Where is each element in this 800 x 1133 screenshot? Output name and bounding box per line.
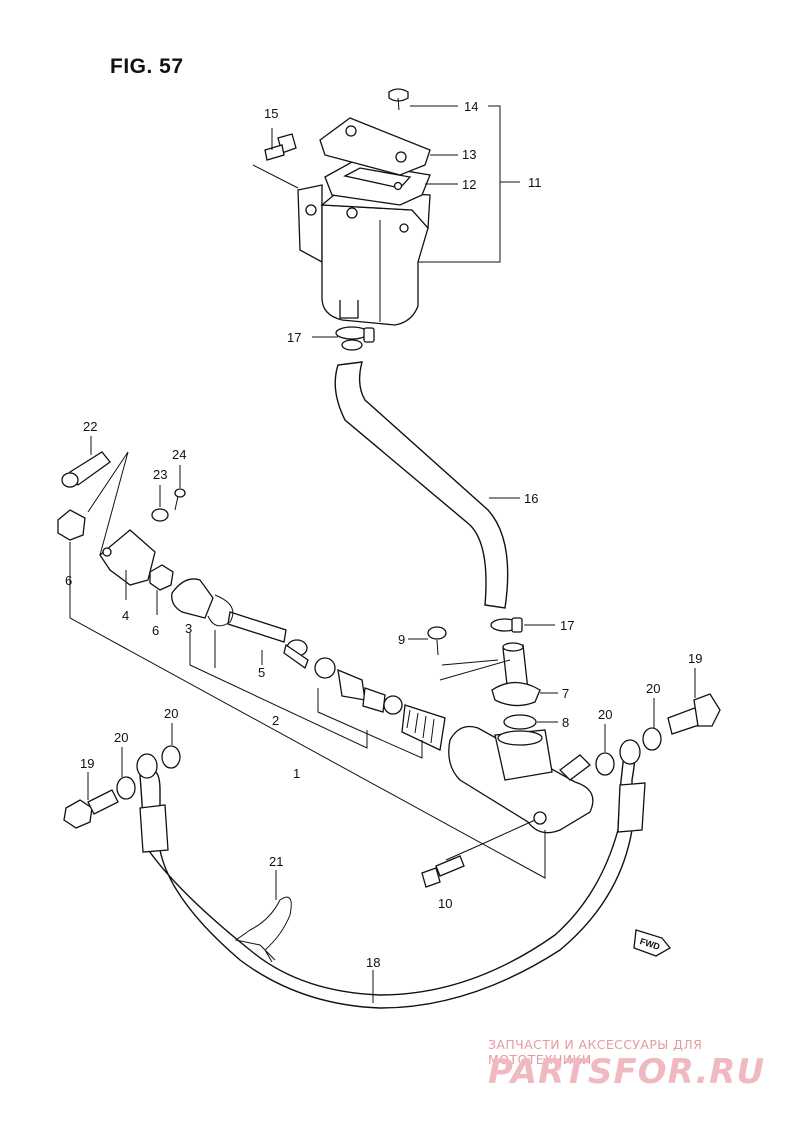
hose-clip bbox=[234, 896, 292, 963]
washer-left-b bbox=[161, 745, 181, 769]
locknut-right bbox=[149, 564, 174, 591]
joint-screw bbox=[427, 626, 447, 656]
fwd-arrow-icon: FWD bbox=[633, 929, 671, 957]
cap-screw bbox=[388, 88, 409, 111]
callout-2: 2 bbox=[272, 713, 279, 728]
callout-24: 24 bbox=[172, 447, 186, 462]
reservoir-hose bbox=[334, 361, 509, 609]
callout-20-b: 20 bbox=[164, 706, 178, 721]
hose-clamp-upper bbox=[335, 326, 375, 351]
watermark-tagline: ЗАПЧАСТИ И АКСЕССУАРЫ ДЛЯ МОТОТЕХНИКИ bbox=[488, 1037, 703, 1067]
washer-left-a bbox=[116, 776, 136, 800]
callout-6-right: 6 bbox=[152, 623, 159, 638]
callout-16: 16 bbox=[524, 491, 538, 506]
callout-5: 5 bbox=[258, 665, 265, 680]
figure-title: FIG. 57 bbox=[110, 55, 184, 78]
clutch-hose bbox=[136, 739, 646, 1009]
callout-22: 22 bbox=[83, 419, 97, 434]
hose-joint bbox=[491, 642, 541, 707]
pushrod bbox=[227, 611, 309, 670]
callout-19-right: 19 bbox=[688, 651, 702, 666]
callout-10: 10 bbox=[438, 896, 452, 911]
o-ring-joint bbox=[503, 714, 537, 730]
callout-21: 21 bbox=[269, 854, 283, 869]
callout-20-a: 20 bbox=[114, 730, 128, 745]
callout-20-d: 20 bbox=[646, 681, 660, 696]
callout-19-left: 19 bbox=[80, 756, 94, 771]
callout-9: 9 bbox=[398, 632, 405, 647]
callout-4: 4 bbox=[122, 608, 129, 623]
callout-12: 12 bbox=[462, 177, 476, 192]
callout-15: 15 bbox=[264, 106, 278, 121]
reservoir-cap bbox=[319, 117, 431, 176]
clevis-pin bbox=[61, 451, 111, 488]
callout-14: 14 bbox=[464, 99, 478, 114]
callout-20-c: 20 bbox=[598, 707, 612, 722]
washer-23 bbox=[151, 508, 169, 522]
callout-11: 11 bbox=[528, 175, 542, 190]
callout-labels: 1 2 3 4 5 6 6 7 8 9 10 11 12 13 14 15 16… bbox=[65, 99, 702, 970]
callout-23: 23 bbox=[153, 467, 167, 482]
callout-3: 3 bbox=[185, 621, 192, 636]
leader-lines bbox=[69, 105, 696, 1003]
banjo-bolt-left bbox=[63, 789, 119, 829]
circlip bbox=[207, 594, 234, 627]
callout-8: 8 bbox=[562, 715, 569, 730]
locknut-left bbox=[57, 509, 86, 541]
master-cylinder-body bbox=[448, 725, 594, 834]
washer-right-b bbox=[595, 752, 615, 776]
cotter-pin bbox=[174, 488, 186, 511]
callout-18: 18 bbox=[366, 955, 380, 970]
callout-13: 13 bbox=[462, 147, 476, 162]
bracket-bolt bbox=[252, 133, 299, 189]
piston-cups bbox=[314, 657, 446, 751]
boot bbox=[171, 578, 214, 619]
callout-17-upper: 17 bbox=[287, 330, 301, 345]
callout-1: 1 bbox=[293, 766, 300, 781]
callout-7: 7 bbox=[562, 686, 569, 701]
reservoir-bracket bbox=[297, 184, 323, 264]
callout-6-left: 6 bbox=[65, 573, 72, 588]
callout-17-lower: 17 bbox=[560, 618, 574, 633]
reservoir-body bbox=[320, 189, 431, 326]
washer-right-a bbox=[642, 727, 662, 751]
hose-clamp-lower bbox=[490, 617, 523, 633]
clevis bbox=[99, 529, 156, 586]
mounting-bolt bbox=[421, 855, 465, 888]
watermark-logo: PARTSFOR.RU bbox=[488, 1052, 766, 1092]
banjo-bolt-right bbox=[667, 693, 721, 735]
